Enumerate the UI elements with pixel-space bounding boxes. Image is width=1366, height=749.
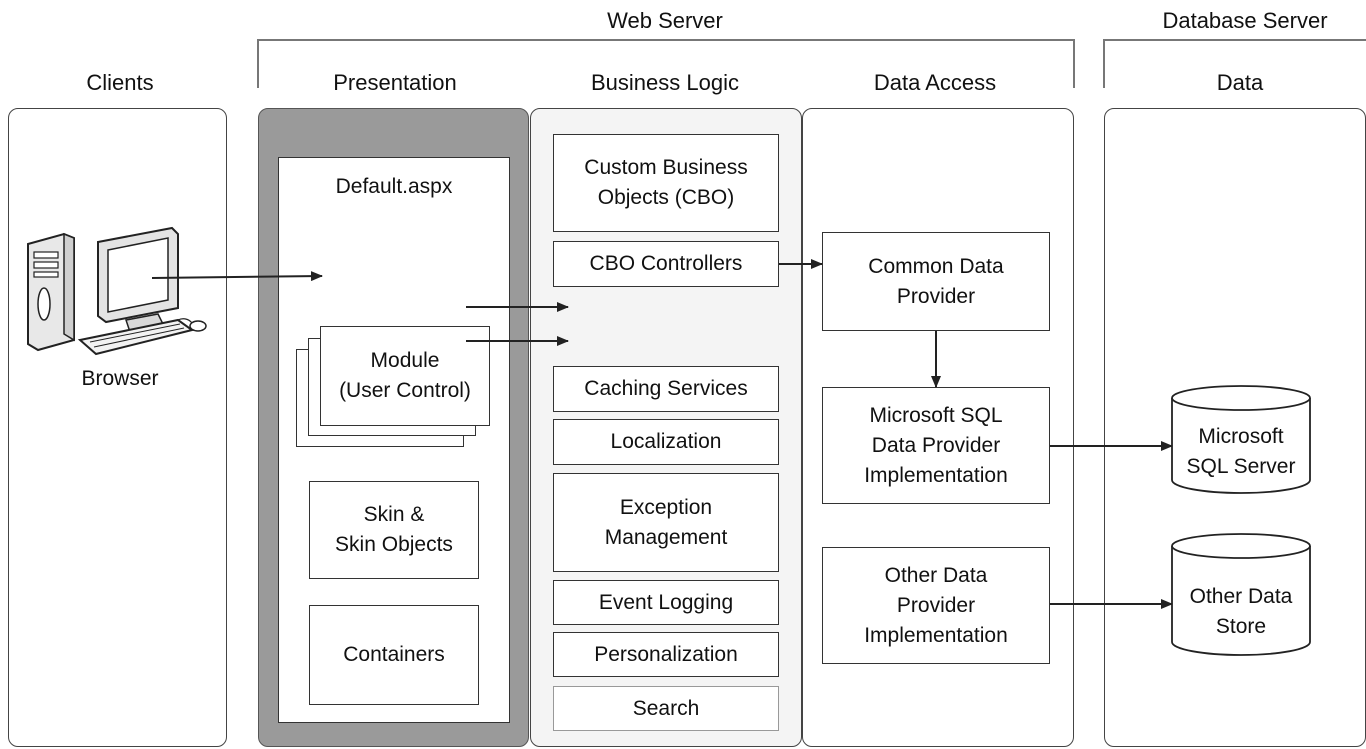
header-database-server: Database Server (1162, 8, 1328, 33)
header-clients: Clients (86, 70, 154, 95)
header-data: Data (1216, 70, 1264, 95)
caching-services-box: Caching Services (553, 366, 779, 412)
search-label: Search (632, 696, 700, 720)
cbo-controllers-box: CBO Controllers (553, 241, 779, 287)
header-business-logic: Business Logic (591, 70, 739, 95)
personalization-box: Personalization (553, 632, 779, 677)
other-provider-box: Other Data Provider Implementation (822, 547, 1050, 664)
event-logging-box: Event Logging (553, 580, 779, 625)
clients-panel (8, 108, 227, 747)
header-data-access: Data Access (873, 70, 997, 95)
containers-label: Containers (343, 643, 445, 666)
event-logging-label: Event Logging (598, 590, 734, 614)
search-box: Search (553, 686, 779, 731)
common-data-provider-label: Common Data Provider (868, 254, 1004, 308)
personalization-label: Personalization (594, 642, 738, 666)
default-aspx-label: Default.aspx (335, 175, 453, 198)
skin-box: Skin & Skin Objects (309, 481, 479, 579)
other-provider-label: Other Data Provider Implementation (864, 563, 1008, 647)
computer-icon (27, 226, 207, 356)
mssql-provider-label: Microsoft SQL Data Provider Implementati… (864, 403, 1008, 487)
localization-label: Localization (610, 430, 722, 453)
caching-services-label: Caching Services (584, 377, 748, 400)
exception-management-label: Exception Management (604, 495, 728, 549)
cbo-box: Custom Business Objects (CBO) (553, 134, 779, 232)
browser-label: Browser (81, 367, 159, 390)
other-data-store-cylinder (1171, 533, 1311, 656)
other-data-store-label: Other Data Store (1189, 585, 1293, 638)
localization-box: Localization (553, 419, 779, 465)
mssql-server-cylinder (1171, 385, 1311, 494)
common-data-provider-box: Common Data Provider (822, 232, 1050, 331)
containers-box: Containers (309, 605, 479, 705)
mssql-provider-box: Microsoft SQL Data Provider Implementati… (822, 387, 1050, 504)
header-presentation: Presentation (333, 70, 457, 95)
mssql-server-label: Microsoft SQL Server (1186, 425, 1296, 478)
cbo-label: Custom Business Objects (CBO) (584, 156, 748, 209)
cbo-controllers-label: CBO Controllers (589, 252, 743, 275)
module-box: Module (User Control) (320, 326, 490, 426)
exception-management-box: Exception Management (553, 473, 779, 572)
skin-label: Skin & Skin Objects (335, 503, 453, 556)
module-label: Module (User Control) (339, 349, 471, 402)
header-web-server: Web Server (607, 8, 723, 33)
